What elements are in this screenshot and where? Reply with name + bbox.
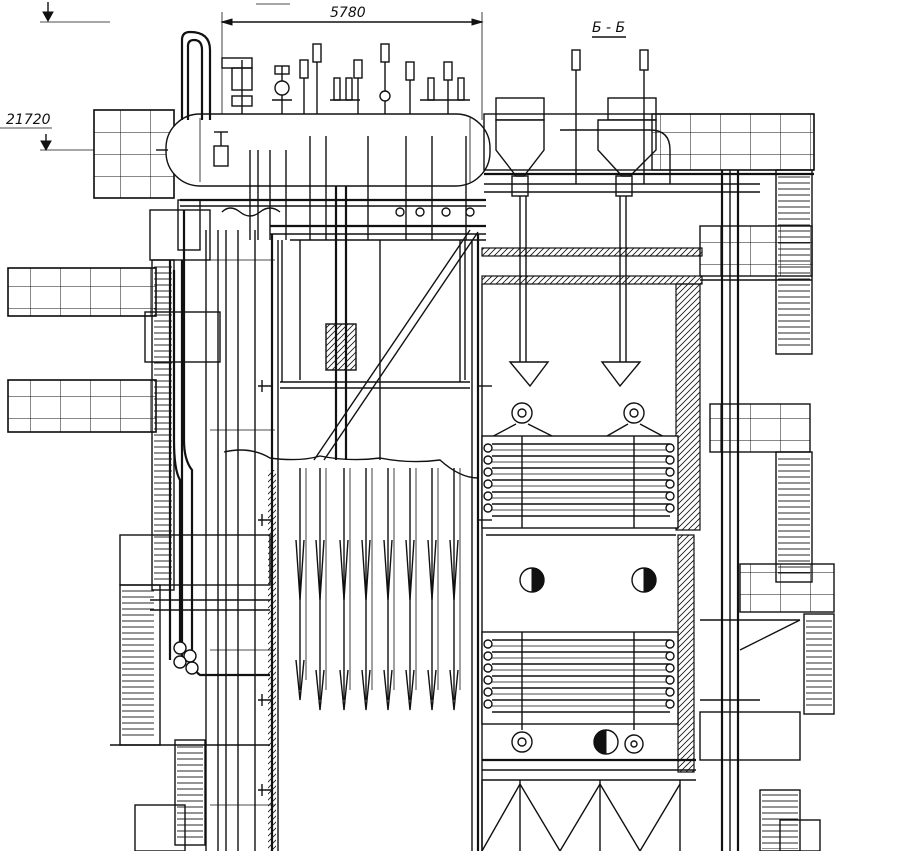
section-label: Б - Б	[592, 20, 626, 38]
left-columns	[205, 230, 275, 851]
downcomer-pipes	[172, 210, 270, 677]
right-stairs	[699, 169, 835, 851]
steam-drum	[156, 113, 491, 187]
drum-valves	[221, 43, 470, 114]
convective-shaft-frame	[481, 247, 703, 851]
left-platform-upper	[7, 267, 157, 317]
right-columns	[700, 170, 812, 851]
screen-panel-break	[223, 449, 479, 479]
tube-bundle-lower	[481, 631, 679, 755]
tube-bundle-upper	[481, 402, 679, 529]
bottom-truss	[481, 780, 681, 851]
drum-support-beams	[180, 198, 486, 241]
wall-brackets	[258, 380, 492, 796]
elevation-label: 21720	[6, 112, 51, 128]
inspection-ports	[519, 567, 657, 593]
top-vent-pipes	[571, 49, 649, 184]
elevation-mark-top	[40, 2, 110, 23]
furnace-hanger	[313, 186, 479, 461]
screen-tubes	[295, 468, 461, 711]
dimension-width: 5780	[220, 3, 484, 120]
drum-level-pipe	[177, 30, 212, 251]
furnace-walls	[268, 234, 480, 851]
right-top-platform	[483, 113, 815, 193]
left-platform-lower	[7, 379, 157, 433]
dimension-width-label: 5780	[330, 5, 366, 21]
section-label-text: Б - Б	[592, 20, 625, 36]
left-structure	[93, 109, 271, 851]
